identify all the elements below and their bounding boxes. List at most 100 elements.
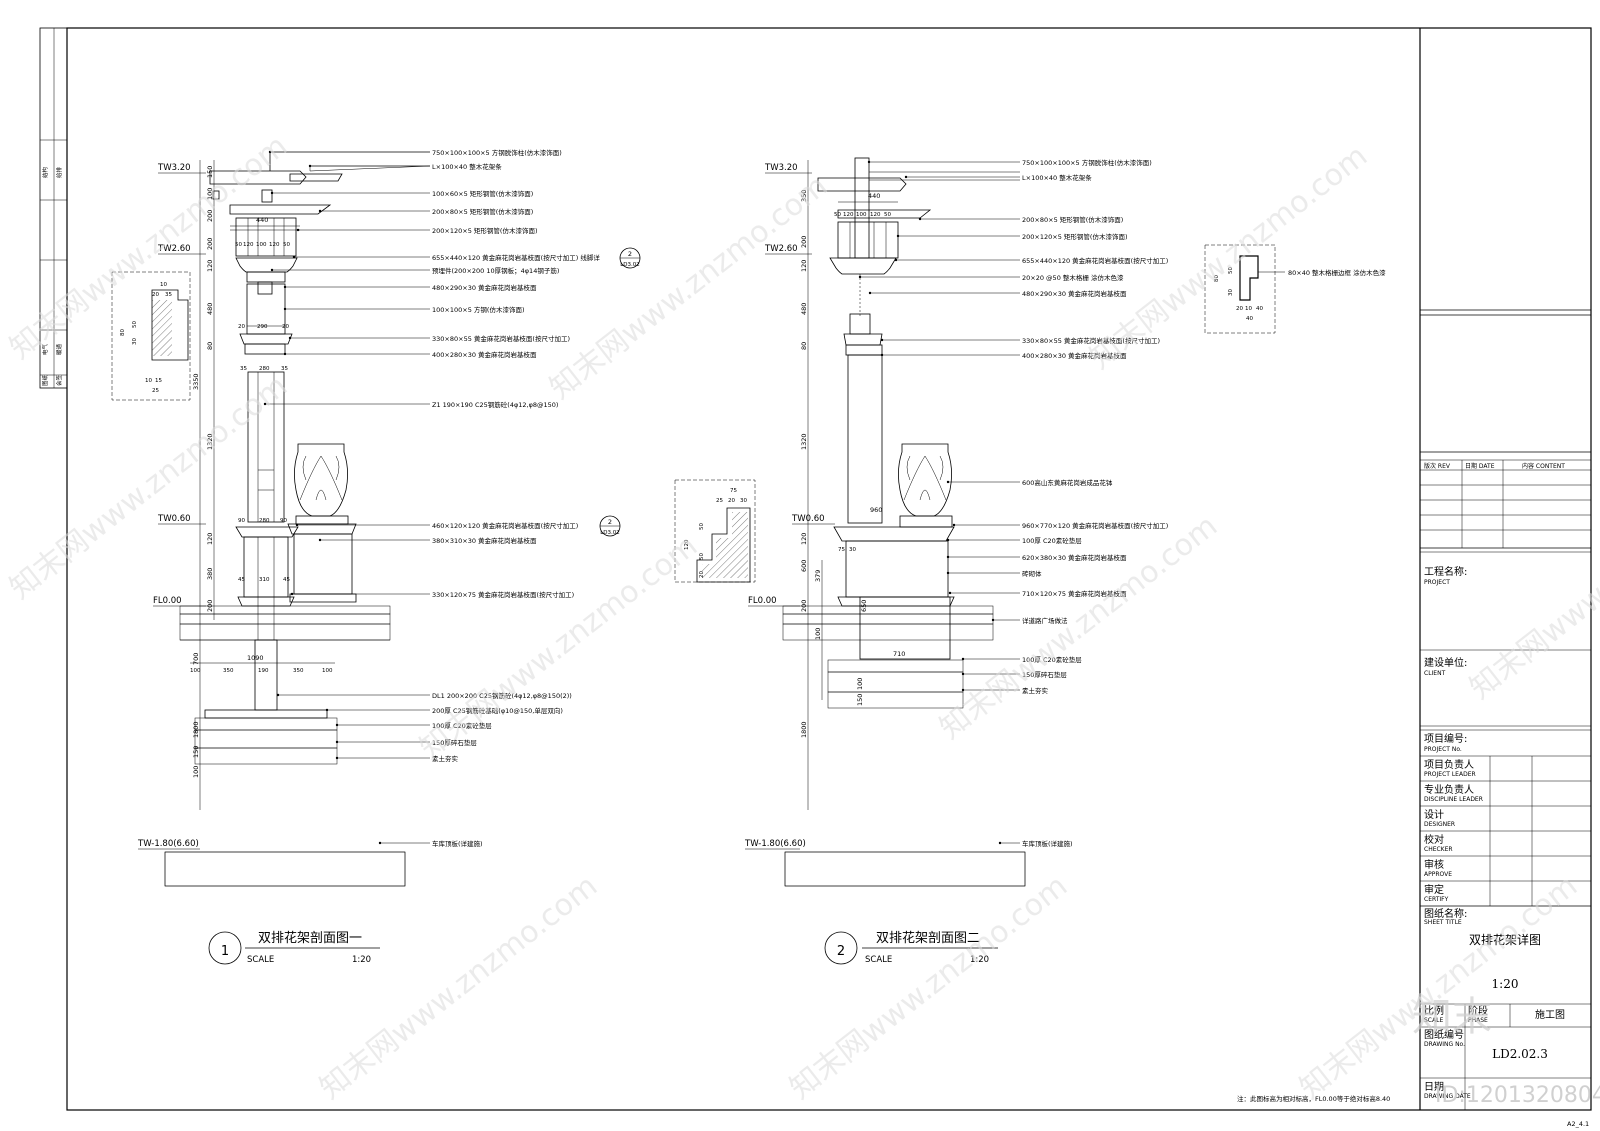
strip-label-structure: 结构 [41, 166, 49, 178]
phase-value: 施工图 [1535, 1008, 1565, 1021]
s1-leader-dot [335, 756, 339, 760]
svg-text:350: 350 [223, 668, 234, 674]
svg-text:120: 120 [800, 533, 808, 545]
svg-text:30: 30 [849, 547, 856, 553]
date-label-en: DRAWING DATE [1424, 1093, 1471, 1100]
svg-text:15: 15 [155, 378, 162, 384]
role-label: 校对 [1424, 833, 1444, 846]
s2-callout: 详道路广场做法 [1022, 616, 1068, 625]
svg-text:50: 50 [283, 242, 290, 248]
client-label-en: CLIENT [1424, 670, 1446, 677]
svg-text:20: 20 [282, 324, 289, 330]
s2-callout: 600高山东黄麻花岗岩成品花钵 [1022, 478, 1113, 487]
project-no-label-en: PROJECT No. [1424, 746, 1462, 753]
svg-text:100: 100 [190, 668, 201, 674]
svg-text:30: 30 [740, 498, 747, 504]
s2-callout: 200×80×5 矩形钢管(仿木漆饰面) [1022, 215, 1123, 224]
s2-beams: 440 50 120 100 120 50 [817, 157, 1020, 259]
svg-text:LD3.02: LD3.02 [600, 530, 620, 536]
s1-callout: 330×120×75 黄金麻花岗岩基枝面(按尺寸加工) [432, 590, 574, 599]
s2-callout: 710×120×75 黄金麻花岗岩基枝面 [1022, 589, 1127, 598]
svg-text:35: 35 [240, 366, 247, 372]
s2-leader-dot [961, 657, 965, 661]
svg-text:280: 280 [259, 518, 270, 524]
svg-text:90: 90 [280, 518, 287, 524]
role-label-en: APPROVE [1424, 871, 1452, 878]
section-2: TW3.20 TW2.60 TW0.60 FL0.00 TW-1.80(6.60… [674, 157, 1386, 965]
s1-scale: 1:20 [352, 955, 371, 965]
svg-text:700: 700 [192, 653, 200, 665]
svg-text:50: 50 [834, 212, 841, 218]
svg-text:120: 120 [269, 242, 280, 248]
s1-callout: 100厚 C20素砼垫层 [432, 721, 492, 730]
s2-leader-dot [904, 175, 908, 179]
s2-callout: 砖砌体 [1022, 569, 1042, 578]
s2-callout: 150厚碎石垫层 [1022, 670, 1067, 679]
svg-text:90: 90 [238, 518, 245, 524]
s1-level-fl000: FL0.00 [153, 596, 182, 606]
svg-text:1800: 1800 [800, 721, 808, 738]
svg-text:知末网www.znzmo.com: 知末网www.znzmo.com [543, 168, 834, 406]
s2-callout: 20×20 @50 整木格栅 涂仿木色漆 [1022, 273, 1124, 282]
s2-leader-dot [998, 841, 1002, 845]
logo-mark: 知末 [1412, 994, 1492, 1040]
s2-step-detail: 75 25 20 30 50 120 50 20 [674, 479, 756, 583]
role-label-en: DESIGNER [1424, 821, 1455, 828]
svg-text:LD3.02: LD3.02 [620, 262, 640, 268]
s2-level-fl000: FL0.00 [748, 596, 777, 606]
role-label-en: DISCIPLINE LEADER [1424, 796, 1483, 803]
s1-title: 双排花架剖面图一 [258, 930, 362, 946]
s1-column: 20 290 20 35 280 35 90 280 90 45 310 45 [235, 257, 299, 640]
s1-scale-label: SCALE [247, 955, 274, 965]
svg-text:25: 25 [152, 388, 159, 394]
svg-text:50: 50 [699, 523, 705, 530]
s1-leader-dot [283, 307, 287, 311]
drawing-no-label: 图纸编号 [1424, 1028, 1464, 1041]
svg-text:2: 2 [608, 518, 612, 526]
svg-text:2: 2 [837, 944, 845, 959]
s2-title-mark: 2 双排花架剖面图二 SCALE 1:20 [824, 930, 998, 965]
svg-text:350: 350 [800, 190, 808, 202]
sheet-title-label-en: SHEET TITLE [1424, 919, 1462, 926]
svg-text:知末网www.znzmo.com: 知末网www.znzmo.com [3, 368, 294, 606]
s1-leader-dot [325, 708, 329, 712]
s2-leader-dot [961, 672, 965, 676]
strip-label-signoff: 会签 [55, 374, 63, 386]
svg-text:20: 20 [1236, 306, 1243, 312]
s1-callout: 200厚 C25钢筋砼基础(φ10@150,单层双向) [432, 706, 563, 715]
page-mark: A2_4.1 [1567, 1120, 1589, 1128]
s2-leader-dot [880, 338, 884, 342]
svg-text:80: 80 [120, 329, 126, 336]
s2-leader-dot [946, 480, 950, 484]
s2-leader-dot [858, 275, 862, 279]
role-label: 审核 [1424, 858, 1444, 871]
svg-text:100: 100 [256, 242, 267, 248]
s1-callouts: 750×100×100×5 方钢脱饰柱(仿木漆饰面)L×100×40 整木花架条… [263, 148, 600, 848]
title-block: 版次 REV 日期 DATE 内容 CONTENT 工程名称: PROJECT … [1419, 28, 1591, 1110]
svg-text:200: 200 [206, 238, 214, 250]
s2-frame-detail-callout: 80×40 整木格栅边框 涂仿木色漆 [1288, 268, 1386, 277]
s1-leader-dot [288, 336, 292, 340]
s1-leader-dot [308, 164, 312, 168]
s1-callout: DL1 200×200 C25钢筋砼(4φ12,φ8@150(2)) [432, 691, 572, 700]
svg-text:知末网www.znzmo.com: 知末网www.znzmo.com [313, 868, 604, 1106]
svg-text:960: 960 [870, 506, 882, 514]
s2-leader-dot [948, 591, 952, 595]
s1-top-dims: 440 50 120 100 120 50 [230, 216, 300, 248]
svg-text:40: 40 [1256, 306, 1263, 312]
s1-leader-dot [335, 740, 339, 744]
sheet-border [66, 27, 1592, 1111]
svg-text:710: 710 [893, 650, 905, 658]
s1-ref-mark-2: 2 LD3.02 [599, 515, 621, 537]
svg-text:480: 480 [800, 303, 808, 315]
svg-text:100: 100 [856, 678, 864, 690]
s2-callout: 200×120×5 矩形钢管(仿木漆饰面) [1022, 232, 1127, 241]
svg-text:知末网www.znzmo.com: 知末网www.znzmo.com [783, 868, 1074, 1106]
s1-leader-dot [378, 841, 382, 845]
scale-label-en: SCALE [1424, 1017, 1443, 1024]
svg-text:40: 40 [1246, 316, 1253, 322]
s1-callout: 460×120×120 黄金麻花岗岩基枝面(按尺寸加工) [432, 521, 578, 530]
rev-header-version: 版次 REV [1424, 462, 1451, 470]
project-no-label: 项目编号: [1424, 732, 1467, 745]
svg-text:25: 25 [716, 498, 723, 504]
